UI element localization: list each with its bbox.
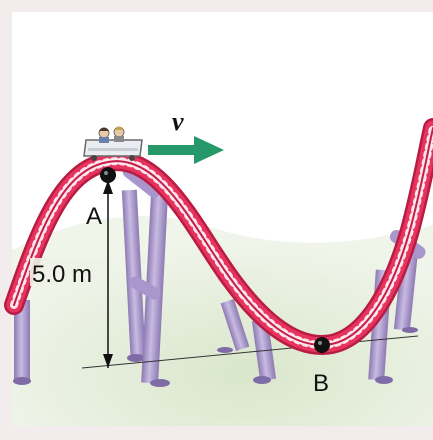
height-label: 5.0 m: [32, 261, 92, 288]
support-base: [402, 327, 418, 333]
car-wheel: [129, 155, 135, 161]
support-base: [253, 376, 271, 384]
rider-torso: [99, 137, 109, 143]
rider-hair: [99, 127, 109, 131]
velocity-label: v: [172, 107, 184, 136]
velocity-arrow-shaft: [148, 145, 198, 155]
height-label-background: [30, 258, 106, 286]
support-base: [217, 347, 233, 353]
point-b-marker: [314, 337, 330, 353]
point-b: B: [313, 337, 330, 397]
point-a-marker: [100, 167, 116, 183]
velocity-arrow-head: [194, 136, 224, 164]
support-pillar: [393, 249, 419, 331]
support-pillar: [14, 300, 30, 380]
support-base: [375, 376, 393, 384]
point-a: A: [86, 167, 116, 230]
support-crossbar: [129, 276, 161, 300]
support-base: [13, 377, 31, 385]
height-dimension: 5.0 m: [30, 180, 113, 368]
roller-coaster-track: [4, 118, 433, 356]
support-base: [127, 354, 145, 362]
support-base: [150, 379, 170, 387]
car-wheel: [91, 155, 97, 161]
point-a-label: A: [86, 203, 102, 230]
support-pillar: [121, 189, 146, 359]
point-b-highlight: [318, 341, 322, 345]
rider-torso: [114, 136, 124, 142]
track-centerline: [13, 127, 433, 347]
height-arrow-down: [103, 354, 113, 368]
height-arrow-up: [103, 180, 113, 194]
velocity-arrow: v: [148, 107, 224, 164]
point-a-highlight: [104, 171, 108, 175]
support-pillar: [220, 299, 250, 351]
point-b-label: B: [313, 370, 329, 397]
ground-reference-line: [81, 335, 419, 369]
coaster-car: [83, 126, 143, 161]
car-stripe: [88, 148, 138, 151]
rider-hair: [114, 126, 124, 130]
support-pillar: [251, 319, 277, 381]
ground: [12, 216, 433, 426]
